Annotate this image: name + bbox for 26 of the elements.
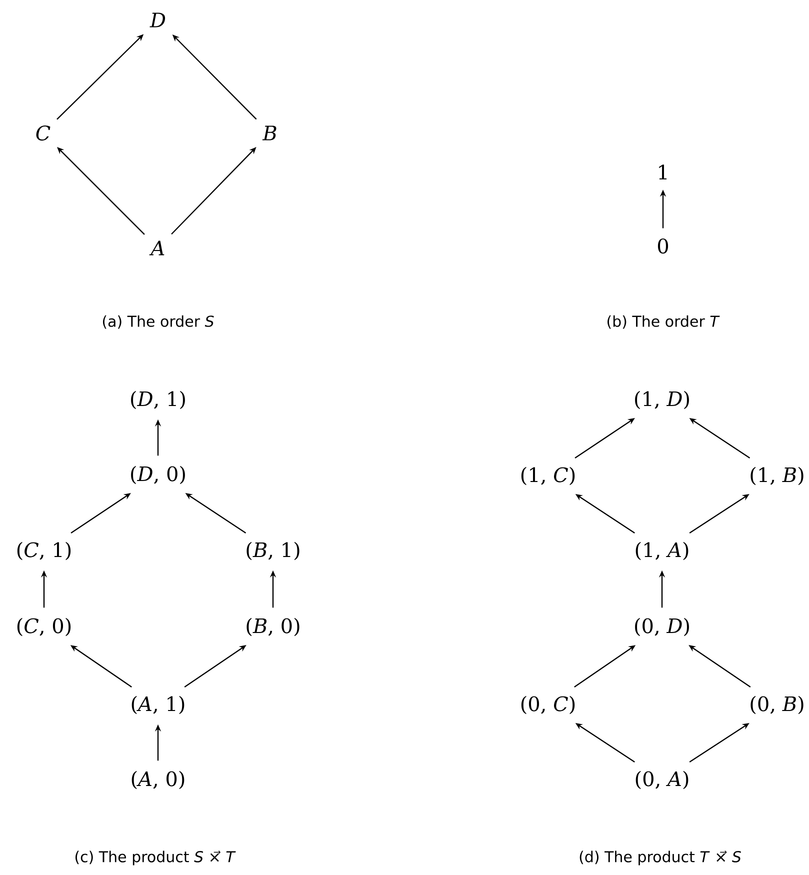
caption: (c) The product S ×⃗ T bbox=[75, 850, 236, 866]
node-label: (0, A) bbox=[636, 770, 688, 790]
node-label: (C, 0) bbox=[17, 618, 71, 636]
node-label: (0, B) bbox=[750, 696, 804, 714]
node-label: (1, C) bbox=[521, 466, 575, 486]
node-label: (D, 0) bbox=[131, 466, 185, 484]
node-label: (A, 1) bbox=[132, 696, 184, 714]
node-label: A bbox=[149, 240, 164, 256]
node-label: C bbox=[36, 125, 50, 141]
caption: (b) The order T bbox=[608, 315, 720, 329]
node-label: 0 bbox=[658, 238, 668, 254]
node-label: (B, 0) bbox=[246, 618, 300, 636]
node-label: (A, 0) bbox=[132, 770, 184, 790]
caption: (d) The product T ×⃗ S bbox=[580, 850, 741, 866]
node-label: (1, B) bbox=[750, 466, 804, 486]
node-label: 1 bbox=[659, 164, 667, 180]
node-label: (0, C) bbox=[521, 696, 575, 714]
node-label: (C, 1) bbox=[17, 542, 71, 560]
node-label: (1, D) bbox=[635, 390, 689, 410]
node-label: (B, 1) bbox=[246, 542, 300, 560]
node-label: (D, 1) bbox=[131, 390, 185, 410]
node-label: (1, A) bbox=[636, 542, 688, 560]
node-label: B bbox=[262, 126, 276, 140]
caption: (a) The order S bbox=[102, 315, 214, 329]
node-label: (0, D) bbox=[635, 618, 689, 636]
node-label: D bbox=[150, 12, 166, 28]
